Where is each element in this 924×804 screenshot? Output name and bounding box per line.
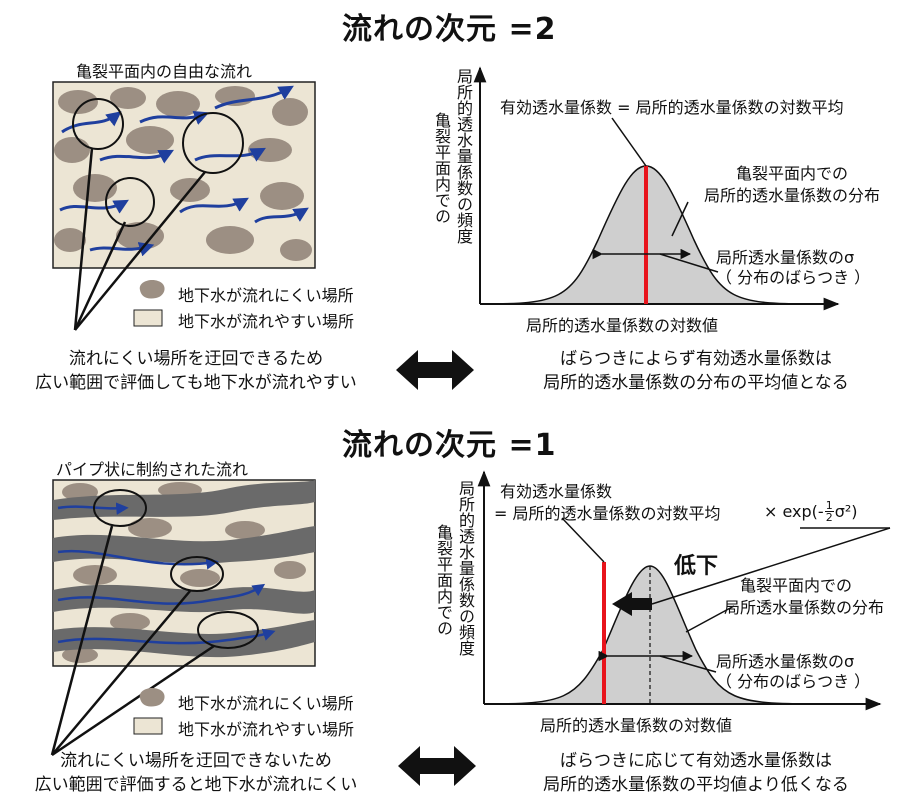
legend-dark-label-2: 地下水が流れにくい場所	[178, 694, 354, 713]
legend-stone-swatch-2	[139, 688, 165, 707]
graph-2-ylabel-a: 亀裂平面内での	[434, 524, 453, 636]
formula-numerator: 1	[824, 499, 834, 512]
right-caption-1b: 局所的透水量係数の分布の平均値となる	[543, 373, 849, 393]
dist-label-2b: 局所透水量係数の分布	[723, 598, 884, 617]
legend-light-label-2: 地下水が流れやすい場所	[178, 720, 355, 739]
panel-2-label: パイプ状に制約された流れ	[56, 460, 249, 479]
zoom-circles-1	[72, 98, 244, 227]
right-caption-2a: ばらつきに応じて有効透水量係数は	[560, 751, 832, 771]
effective-label-2b: = 局所的透水量係数の対数平均	[494, 504, 721, 523]
zoom-circles-2	[93, 489, 259, 649]
left-caption-1b: 広い範囲で評価しても地下水が流れやすい	[35, 373, 357, 393]
double-arrow-2	[398, 746, 476, 786]
left-caption-1a: 流れにくい場所を迂回できるため	[68, 349, 324, 369]
double-arrow-1	[396, 350, 474, 390]
dist-label-2a: 亀裂平面内での	[739, 576, 852, 595]
fracture-panel-2	[50, 479, 316, 757]
legend-light-label-1: 地下水が流れやすい場所	[178, 312, 355, 331]
dist-label-1b: 局所的透水量係数の分布	[703, 186, 880, 205]
pointer-lines-2	[50, 525, 215, 757]
effective-label-2a: 有効透水量係数	[500, 482, 613, 501]
section-2-title: 流れの次元 =1	[342, 428, 557, 463]
formula-denominator: 2	[825, 511, 833, 524]
right-caption-1a: ばらつきによらず有効透水量係数は	[560, 349, 832, 369]
left-caption-2a: 流れにくい場所を迂回できないため	[60, 751, 332, 771]
graph-1-ylabel-b: 局所的透水量係数の頻度	[454, 68, 473, 244]
graph-1-ylabel-a: 亀裂平面内での	[432, 112, 451, 224]
frequency-graph-1	[473, 66, 840, 311]
sigma-label-2b: （ 分布のばらつき ）	[716, 672, 871, 691]
sigma-label-1a: 局所透水量係数のσ	[716, 248, 855, 267]
legend-sand-swatch-2	[133, 717, 163, 735]
effective-label-1: 有効透水量係数 = 局所的透水量係数の対数平均	[500, 98, 844, 117]
section-1-title: 流れの次元 =2	[342, 12, 557, 47]
frequency-graph-2	[477, 470, 891, 711]
left-caption-2b: 広い範囲で評価すると地下水が流れにくい	[34, 775, 358, 795]
legend-sand-swatch-1	[133, 309, 163, 327]
decrease-arrow	[612, 592, 652, 616]
formula-head: × exp(-	[764, 502, 824, 521]
sigma-label-2a: 局所透水量係数のσ	[716, 652, 855, 671]
exp-formula: × exp(- 1 2 σ²)	[764, 500, 858, 523]
graph-2-ylabel-b: 局所的透水量係数の頻度	[456, 480, 475, 656]
flow-arrows-1	[59, 85, 309, 257]
dist-label-1a: 亀裂平面内での	[735, 164, 848, 183]
sigma-label-1b: （ 分布のばらつき ）	[716, 268, 871, 287]
right-caption-2b: 局所的透水量係数の平均値より低くなる	[543, 775, 849, 795]
legend-dark-label-1: 地下水が流れにくい場所	[178, 286, 354, 305]
decrease-label: 低下	[674, 554, 719, 579]
formula-tail: σ²)	[834, 502, 858, 521]
formula-fraction: 1 2	[824, 499, 834, 524]
fracture-panel-1	[52, 81, 316, 331]
pointer-lines-1	[73, 147, 206, 331]
panel-1-label: 亀裂平面内の自由な流れ	[76, 62, 253, 81]
graph-2-xlabel: 局所的透水量係数の対数値	[540, 716, 733, 735]
graph-1-xlabel: 局所的透水量係数の対数値	[526, 316, 719, 335]
legend-stone-swatch-1	[139, 280, 165, 299]
